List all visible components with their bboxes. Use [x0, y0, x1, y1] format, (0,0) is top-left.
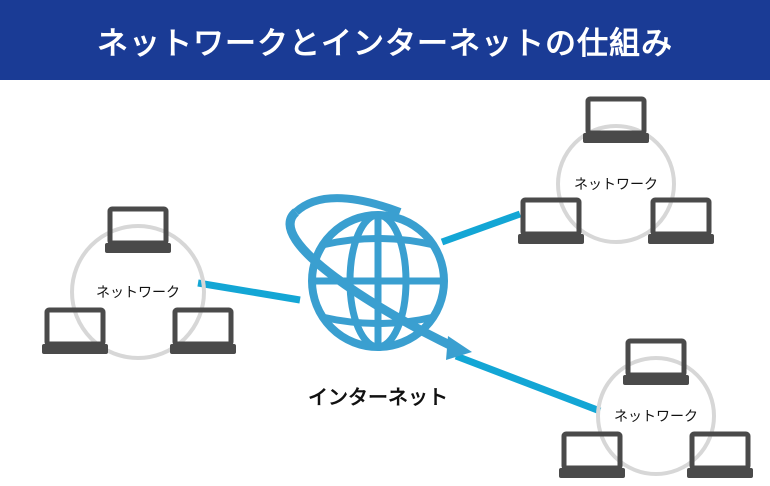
network-ring: [556, 124, 676, 244]
network-label: ネットワーク: [96, 285, 180, 301]
network-bottom-right: ネットワーク: [559, 341, 753, 478]
network-left: ネットワーク: [42, 209, 236, 360]
internet-label: インターネット: [308, 385, 448, 409]
connection-line-bottom-right: [454, 352, 602, 415]
page-title: ネットワークとインターネットの仕組み: [97, 25, 673, 62]
network-top-right: ネットワーク: [518, 99, 714, 244]
network-ring: [70, 224, 206, 360]
network-ring: [596, 356, 716, 476]
laptop-icon: [583, 99, 649, 143]
globe-icon: [285, 194, 472, 360]
connection-line-top-right: [440, 210, 522, 246]
connection-line-left: [197, 279, 301, 304]
laptop-icon: [170, 310, 236, 354]
network-label: ネットワーク: [574, 177, 658, 193]
network-label: ネットワーク: [614, 409, 698, 425]
title-banner: ネットワークとインターネットの仕組み: [0, 0, 770, 80]
